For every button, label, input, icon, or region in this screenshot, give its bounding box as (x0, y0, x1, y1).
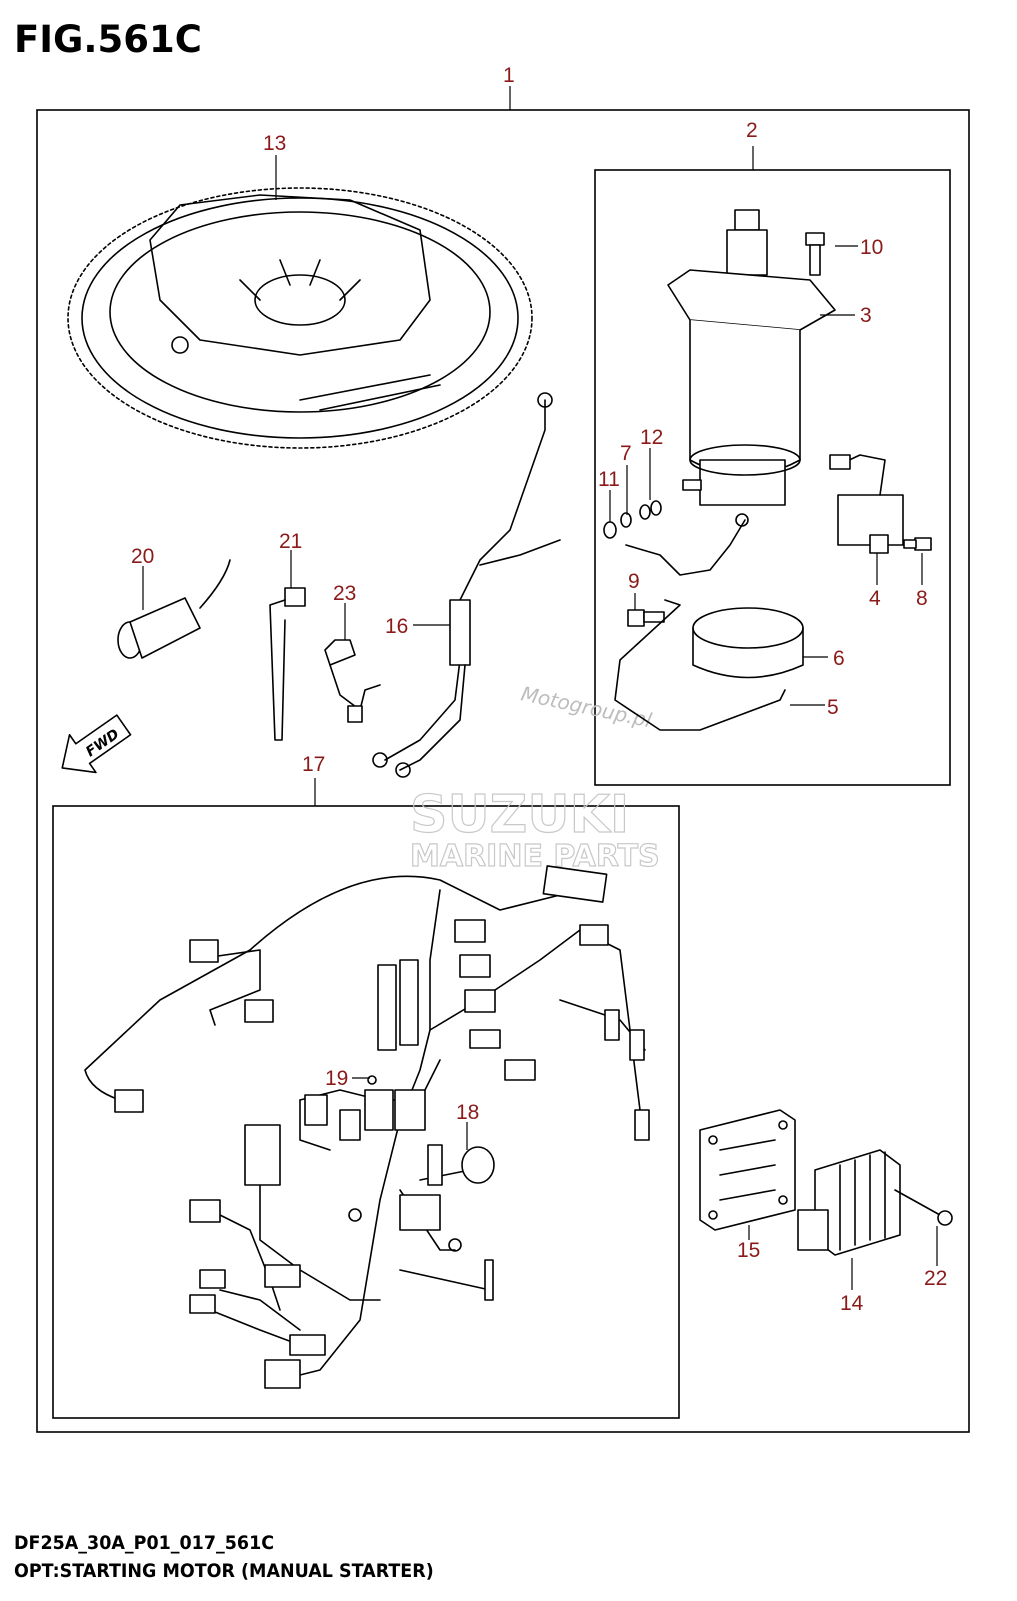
wire-harness-part (84, 865, 650, 1389)
callout-3: 3 (860, 304, 872, 327)
band-part (692, 607, 804, 679)
figure-title: FIG.561C (14, 18, 202, 61)
callout-23: 23 (333, 582, 356, 605)
assembly-frame-17 (52, 805, 680, 1419)
rectifier-part (797, 1149, 901, 1256)
callout-22: 22 (924, 1267, 947, 1290)
callout-10: 10 (860, 236, 883, 259)
starter-motor-part (667, 209, 836, 506)
callout-20: 20 (131, 545, 154, 568)
callout-17: 17 (302, 753, 325, 776)
clamp-part (324, 639, 381, 723)
bolt-10-part (805, 232, 825, 276)
callout-19: 19 (325, 1067, 348, 1090)
callout-2: 2 (746, 119, 758, 142)
watermark-sub: MARINE PARTS (410, 839, 660, 874)
bolt-9-part (627, 609, 665, 627)
callout-11: 11 (598, 468, 620, 491)
figure-code: DF25A_30A_P01_017_561C (14, 1532, 275, 1554)
plate-part (699, 1109, 796, 1231)
figure-caption: OPT:STARTING MOTOR (MANUAL STARTER) (14, 1560, 434, 1582)
connector-18-part (461, 1146, 495, 1184)
callout-13: 13 (263, 132, 286, 155)
callout-12: 12 (640, 426, 663, 449)
callout-9: 9 (628, 570, 640, 593)
flywheel-part (67, 187, 533, 449)
assembly-frame-2 (594, 169, 951, 786)
callout-21: 21 (279, 530, 302, 553)
watermark-brand: SUZUKI (410, 785, 629, 845)
watermark-site: Motogroup.pl (519, 681, 654, 732)
bracket-part (614, 599, 786, 731)
callout-5: 5 (827, 696, 839, 719)
callout-6: 6 (833, 647, 845, 670)
callout-15: 15 (737, 1239, 760, 1262)
battery-cable-part (372, 392, 561, 778)
cable-tie-part (269, 587, 306, 741)
callout-1: 1 (503, 64, 515, 87)
fwd-arrow-icon: FWD (61, 714, 132, 774)
bolt-8-part (903, 537, 932, 551)
sensor-20-part (117, 559, 231, 659)
callout-14: 14 (840, 1292, 864, 1315)
assembly-frame-1 (36, 109, 970, 1433)
callout-8: 8 (916, 587, 928, 610)
watermark: SUZUKI MARINE PARTS Motogroup.pl (409, 681, 660, 874)
bolt-22-part (894, 1189, 953, 1226)
callout-4: 4 (869, 587, 881, 610)
nut-washer-parts (603, 500, 662, 539)
starter-cable-part (625, 519, 746, 576)
callout-7: 7 (620, 442, 632, 465)
leader-lines (142, 155, 938, 1290)
callout-16: 16 (385, 615, 408, 638)
callout-18: 18 (456, 1101, 479, 1124)
relay-part (829, 454, 904, 554)
